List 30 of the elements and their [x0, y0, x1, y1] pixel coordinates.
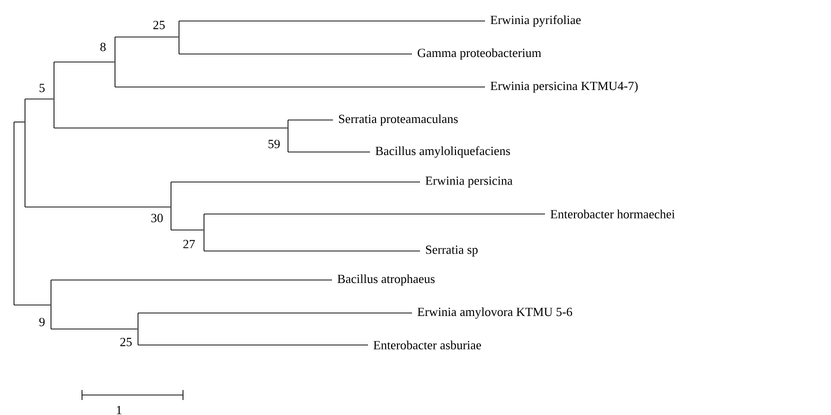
- tree-branch: [138, 312, 412, 314]
- tree-branch: [114, 86, 486, 88]
- tree-branch: [14, 304, 51, 306]
- taxon-label: Bacillus atrophaeus: [338, 274, 435, 286]
- tree-branch: [24, 98, 54, 100]
- taxon-label: Bacillus amyloliquefaciens: [376, 146, 510, 158]
- bootstrap-value: 9: [39, 318, 45, 326]
- scale-label: 1: [116, 406, 122, 414]
- tree-branch: [24, 206, 171, 208]
- taxon-label: Erwinia amylovora KTMU 5-6: [418, 307, 572, 319]
- bootstrap-value: 8: [100, 42, 106, 52]
- tree-branch: [178, 20, 486, 22]
- taxon-label: Serratia proteamaculans: [339, 114, 458, 126]
- taxon-label: Serratia sp: [426, 246, 478, 256]
- tree-branch: [204, 250, 420, 252]
- tree-branch: [114, 36, 179, 38]
- bootstrap-value: 5: [40, 84, 45, 92]
- taxon-label: Enterobacter asburiae: [374, 340, 481, 350]
- tree-branch: [138, 344, 368, 346]
- bootstrap-value: 25: [153, 20, 165, 30]
- bootstrap-value: 59: [268, 140, 280, 148]
- taxon-label: Erwinia persicina: [426, 176, 513, 188]
- taxon-label: Enterobacter hormaechei: [550, 210, 675, 218]
- tree-branch: [50, 328, 138, 330]
- bootstrap-value: 25: [120, 338, 132, 346]
- taxon-label: Erwinia pyrifoliae: [490, 15, 581, 27]
- bootstrap-value: 27: [183, 240, 195, 248]
- bootstrap-value: 30: [151, 214, 163, 222]
- taxon-label: Erwinia persicina KTMU4-7): [490, 81, 638, 93]
- taxon-label: Gamma proteobacterium: [418, 48, 542, 60]
